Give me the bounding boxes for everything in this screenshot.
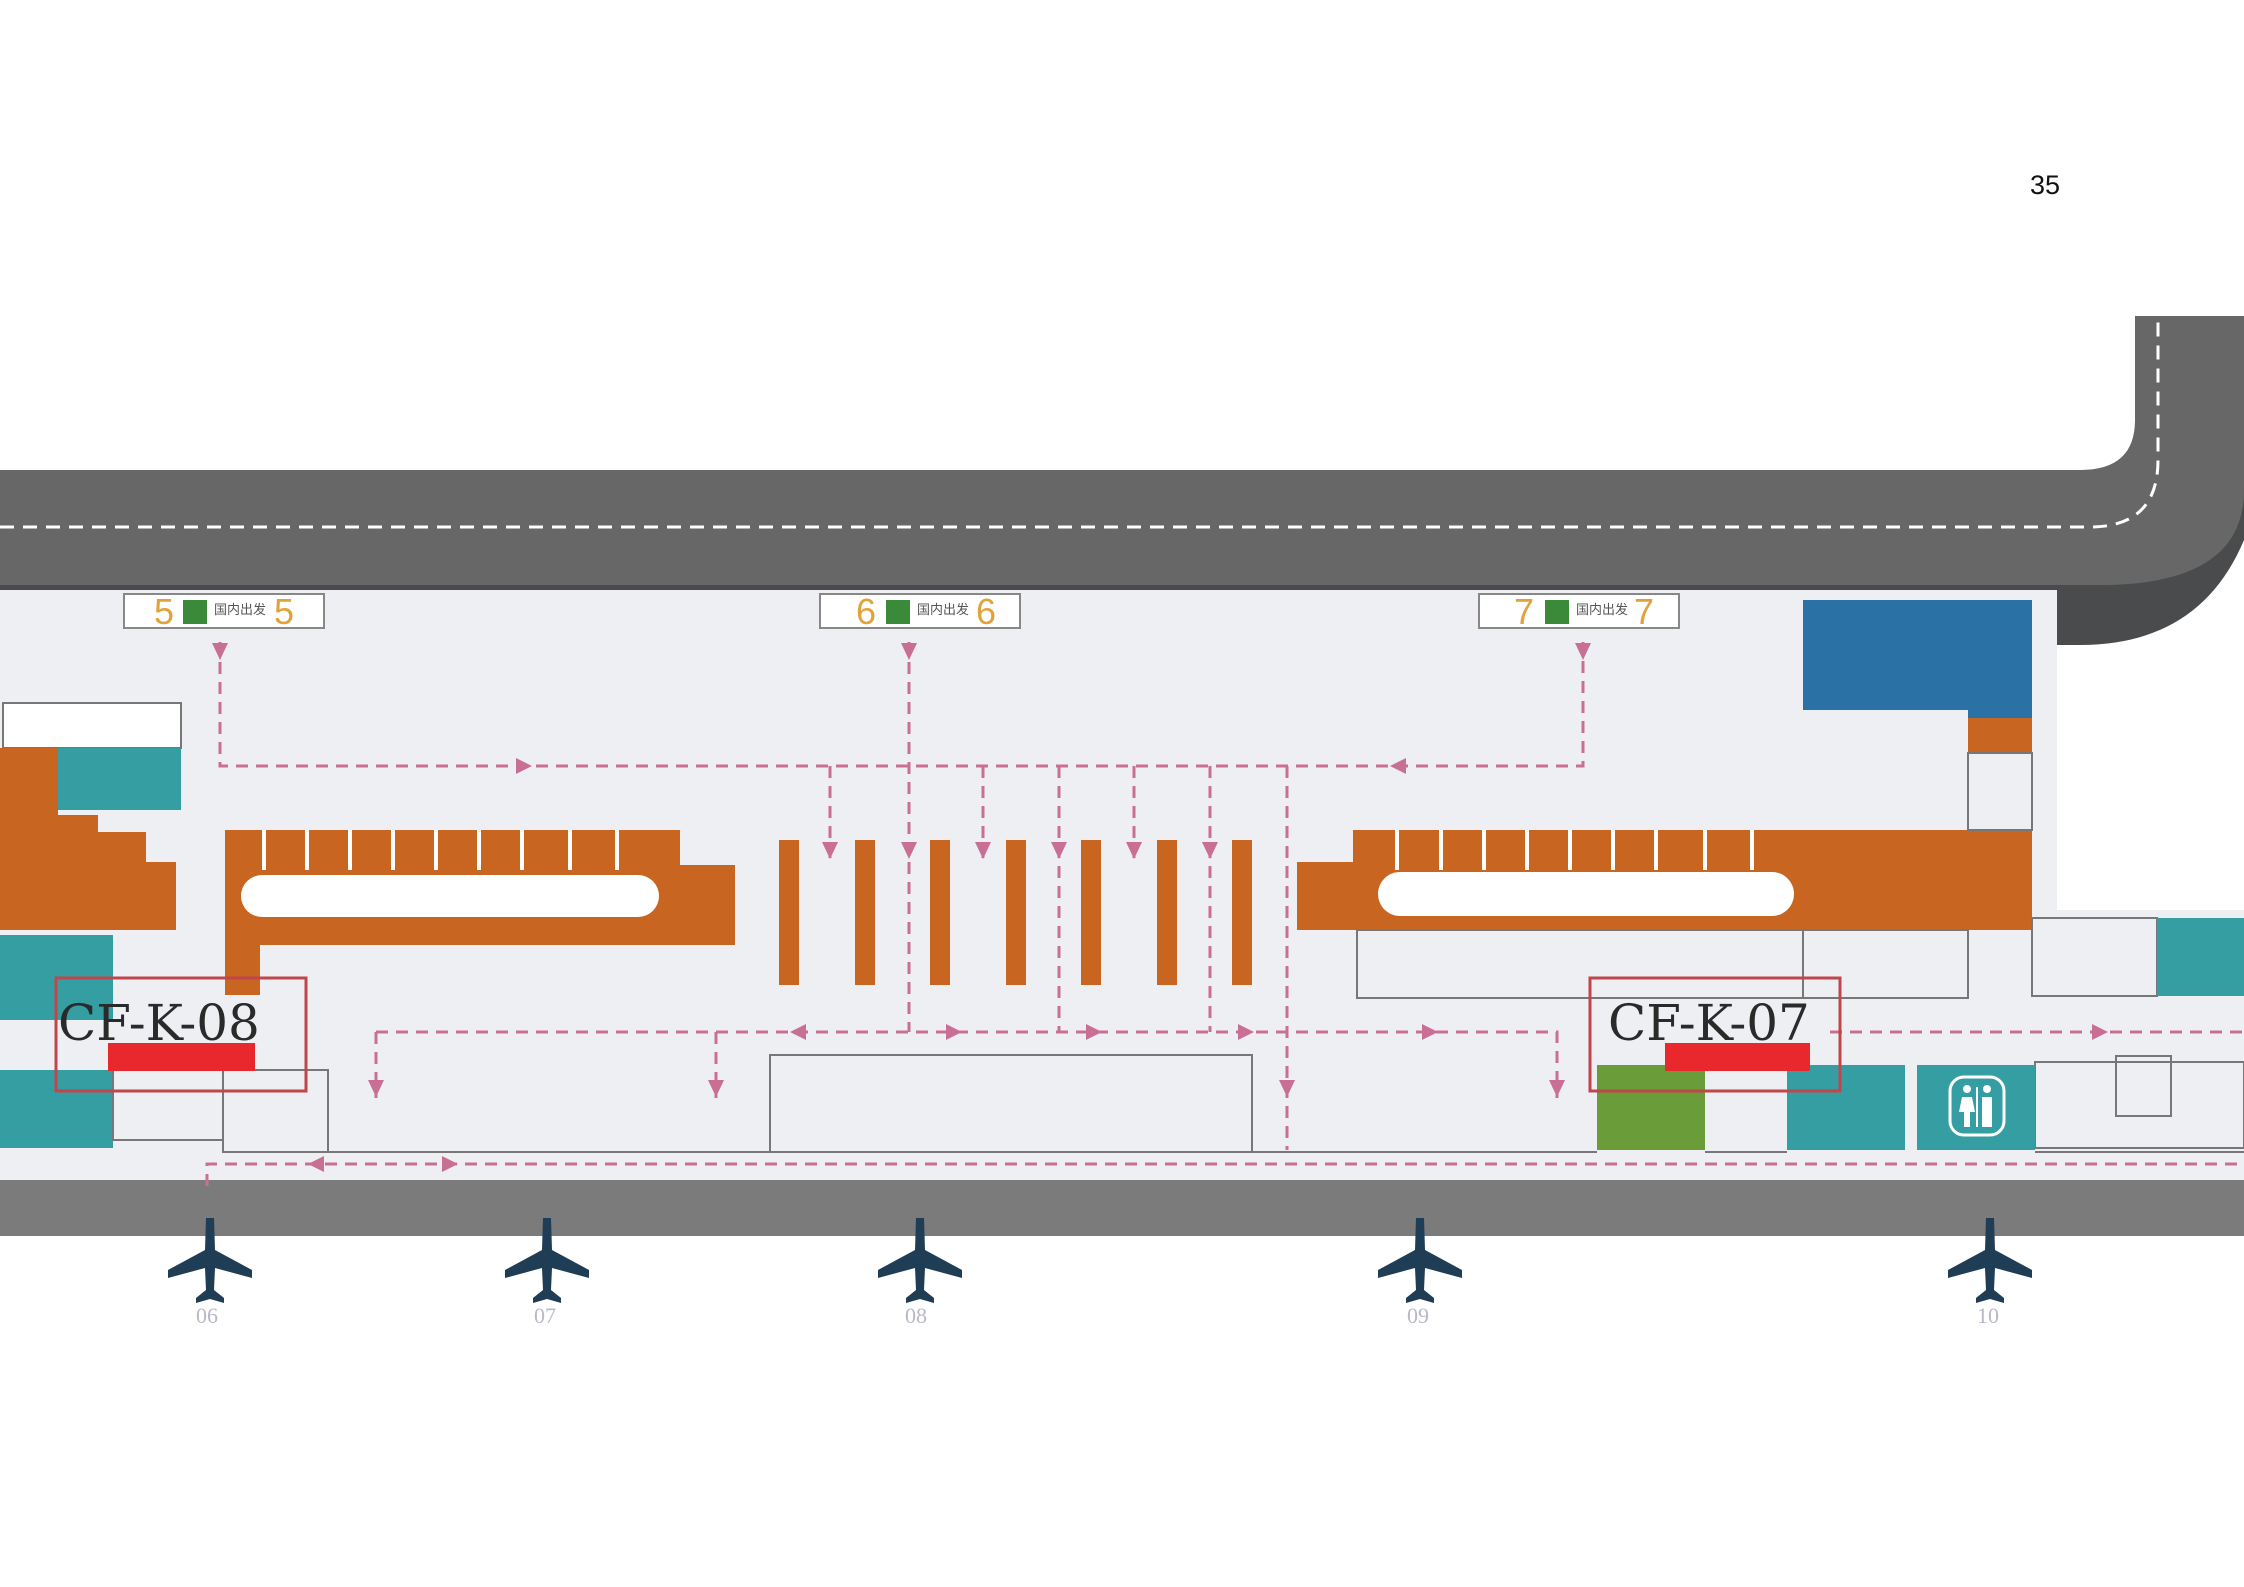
marker-cf-k-08[interactable]: CF-K-08 bbox=[54, 976, 308, 1093]
gate-09: 09 bbox=[1378, 1218, 1462, 1328]
teal-area bbox=[58, 748, 181, 810]
flow-arrowheads bbox=[212, 643, 2108, 1172]
marker-id: CF-K-08 bbox=[58, 994, 260, 1052]
restroom-icon bbox=[1948, 1075, 2006, 1137]
apron-band bbox=[0, 1180, 2244, 1236]
door-number: 5 bbox=[154, 591, 174, 632]
door-sign-5: 5 国内出发 5 bbox=[123, 591, 325, 632]
door-text: 国内出发 bbox=[917, 602, 969, 618]
exit-icon bbox=[183, 600, 207, 624]
check-in-island-right bbox=[1297, 830, 2032, 930]
door-number: 6 bbox=[976, 591, 996, 632]
exit-icon bbox=[886, 600, 910, 624]
gate-number: 07 bbox=[534, 1303, 556, 1328]
airplane-icon bbox=[505, 1218, 589, 1303]
door-sign-7: 7 国内出发 7 bbox=[1478, 591, 1680, 632]
counter-desks-right bbox=[1395, 830, 1754, 870]
check-in-island-left bbox=[225, 830, 735, 995]
gate-number: 09 bbox=[1407, 1303, 1429, 1328]
marker-highlight bbox=[108, 1043, 255, 1071]
door-text: 国内出发 bbox=[1576, 602, 1628, 618]
door-sign-6: 6 国内出发 6 bbox=[819, 591, 1021, 632]
airplane-icon bbox=[1378, 1218, 1462, 1303]
marker-highlight bbox=[1665, 1043, 1810, 1071]
blue-area bbox=[1803, 600, 2032, 718]
door-number: 7 bbox=[1514, 591, 1534, 632]
passenger-flow bbox=[205, 642, 2244, 1186]
page-number: 35 bbox=[2030, 170, 2061, 200]
gate-10: 10 bbox=[1948, 1218, 2032, 1328]
marker-id: CF-K-07 bbox=[1608, 994, 1810, 1052]
green-area bbox=[1597, 1065, 1705, 1150]
gate-number: 06 bbox=[196, 1303, 218, 1328]
door-text: 国内出发 bbox=[214, 602, 266, 618]
gate-number: 08 bbox=[905, 1303, 927, 1328]
marker-frame bbox=[1588, 976, 1842, 1093]
gate-06: 06 bbox=[168, 1218, 252, 1328]
airplane-icon bbox=[168, 1218, 252, 1303]
exit-icon bbox=[1545, 600, 1569, 624]
gate-08: 08 bbox=[878, 1218, 962, 1328]
self-service-kiosks bbox=[779, 840, 1252, 985]
door-number: 7 bbox=[1634, 591, 1654, 632]
marker-cf-k-07[interactable]: CF-K-07 bbox=[1588, 976, 1842, 1093]
airplane-icon bbox=[1948, 1218, 2032, 1303]
teal-area bbox=[2157, 918, 2244, 996]
road bbox=[0, 316, 2244, 645]
airplane-icon bbox=[878, 1218, 962, 1303]
check-in-counter bbox=[0, 748, 176, 930]
marker-frame bbox=[54, 976, 308, 1093]
road-surface bbox=[0, 316, 2244, 585]
gate-07: 07 bbox=[505, 1218, 589, 1328]
door-number: 5 bbox=[274, 591, 294, 632]
counter-desks-left bbox=[262, 830, 619, 870]
door-number: 6 bbox=[856, 591, 876, 632]
gate-number: 10 bbox=[1977, 1303, 1999, 1328]
teal-area bbox=[1787, 1065, 1905, 1150]
road-center-line bbox=[0, 316, 2160, 529]
